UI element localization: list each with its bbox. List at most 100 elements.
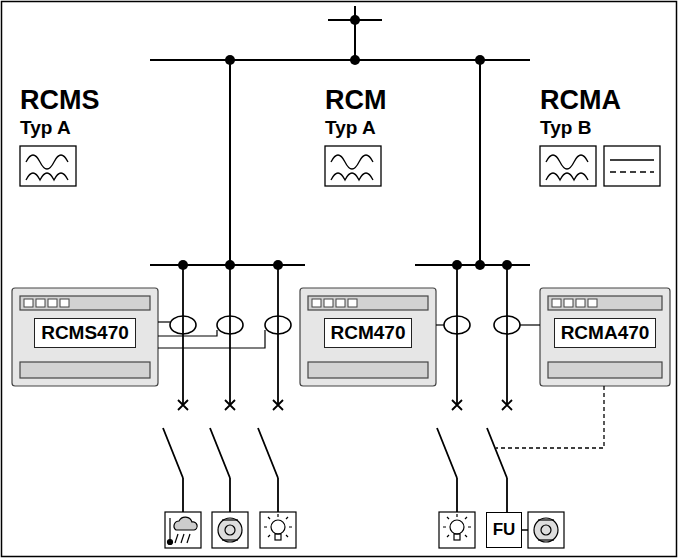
dc-symbol (604, 146, 660, 186)
feeder-line (456, 265, 458, 405)
waveform-symbol (26, 155, 68, 169)
feeder-line (452, 400, 462, 410)
feeder-line (506, 478, 508, 512)
waveform-symbol (26, 173, 68, 180)
waveform-symbol (546, 173, 588, 180)
device-body (548, 362, 662, 378)
device-terminal (312, 299, 321, 307)
feeder-line (502, 400, 512, 410)
lamp-icon (450, 520, 464, 534)
ct-wire (436, 324, 444, 325)
junction-dot (350, 55, 360, 65)
trip-line (496, 386, 604, 448)
busbar (354, 6, 356, 60)
junction-dot (475, 260, 485, 270)
lamp-icon (260, 512, 296, 548)
device-body (20, 296, 150, 310)
device-terminal (348, 299, 357, 307)
lamp-icon (454, 534, 460, 540)
feeder-line (456, 478, 458, 512)
device-heading: RCMA (540, 86, 621, 116)
feeder-line (229, 265, 231, 405)
device-body (20, 362, 150, 378)
feeder-line (178, 400, 188, 410)
weather-icon (169, 518, 170, 540)
inverter-box: FU (486, 512, 522, 548)
feeder-line (163, 265, 512, 512)
weather-icon (175, 534, 178, 543)
waveform-symbol (325, 146, 381, 186)
feeder-line (225, 400, 235, 410)
lamp-icon (275, 534, 281, 540)
feeder-line (273, 400, 283, 410)
motor-icon (212, 512, 564, 548)
device-body (12, 288, 158, 386)
device-type: Typ B (540, 118, 591, 139)
device-body (300, 288, 436, 386)
current-transformer (170, 316, 196, 334)
lamp-icon (439, 512, 475, 548)
junction-dot (225, 55, 235, 65)
feeder-line (210, 428, 230, 478)
waveform-symbol (540, 146, 596, 186)
device-type: Typ A (20, 118, 71, 139)
lamp-icon (443, 514, 471, 537)
device-terminal (36, 299, 45, 307)
motor-icon (538, 539, 554, 540)
busbar (479, 60, 481, 265)
device-heading: RCMS (20, 86, 100, 116)
busbar (150, 6, 530, 265)
weather-icon (165, 512, 201, 548)
device-terminal (24, 299, 33, 307)
ct-wire (158, 330, 265, 348)
feeder-line (277, 265, 279, 405)
node-text: RCMA470 (561, 322, 650, 344)
lamp-icon (271, 520, 285, 534)
device-terminal (576, 299, 585, 307)
dc-symbol (610, 159, 654, 160)
feeder-line (258, 428, 278, 478)
motor-icon (528, 512, 564, 548)
device-type: Typ A (325, 118, 376, 139)
ct-wire (520, 324, 540, 325)
weather-icon (168, 540, 173, 545)
device-terminal (24, 299, 597, 307)
current-transformer (444, 316, 470, 334)
feeder-line (487, 428, 507, 478)
feeder-line (437, 428, 457, 478)
busbar (229, 60, 231, 265)
weather-icon (174, 517, 197, 530)
junction-dot (178, 15, 512, 270)
waveform-symbol (20, 146, 76, 186)
weather-icon (165, 512, 201, 548)
weather-icon (187, 534, 190, 543)
feeder-line (163, 428, 183, 478)
waveform-symbol (546, 155, 588, 169)
waveform-symbol (20, 146, 596, 186)
busbar (150, 59, 530, 61)
current-transformer (265, 316, 291, 334)
device-label: RCMA470 (554, 318, 657, 348)
node-text: FU (493, 520, 516, 540)
device-body (548, 296, 662, 310)
motor-icon (212, 512, 248, 548)
device-label: RCMS470 (34, 318, 136, 348)
fu-motor-link (522, 529, 528, 531)
device-terminal (564, 299, 573, 307)
node-text: RCM470 (331, 322, 406, 344)
device-heading: RCM (325, 86, 387, 116)
motor-icon (225, 525, 235, 535)
dc-symbol (604, 146, 660, 186)
motor-icon (541, 525, 551, 535)
motor-icon (534, 518, 558, 542)
feeder-line (277, 478, 279, 512)
junction-dot (350, 15, 360, 25)
feeder-line (506, 265, 508, 405)
feeder-line (229, 478, 231, 512)
lamp-icon (260, 512, 475, 548)
motor-icon (538, 519, 554, 520)
waveform-symbol (331, 155, 373, 169)
motor-icon (222, 519, 238, 520)
